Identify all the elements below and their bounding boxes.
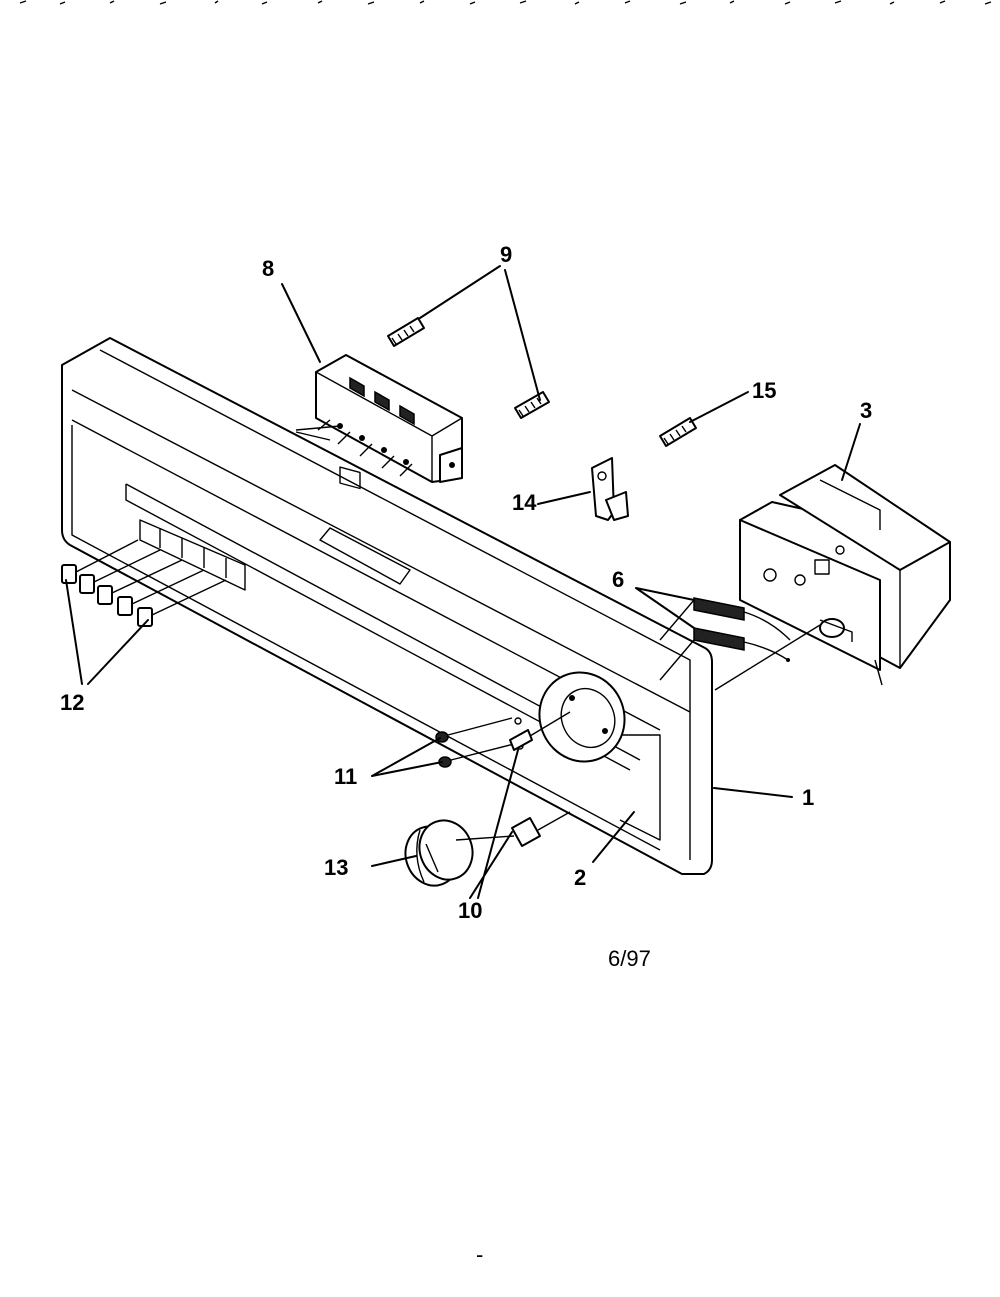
callout-9: 9 [500,242,512,267]
date-code: 6/97 [608,946,651,971]
control-knob [404,819,474,887]
footer-mark: - [476,1242,483,1267]
callout-14: 14 [512,490,537,515]
callout-8: 8 [262,256,274,281]
switch-assembly [315,354,463,490]
callout-6: 6 [612,567,624,592]
timer-motor [739,464,951,686]
callout-3: 3 [860,398,872,423]
mounting-screw [659,417,697,447]
guide-lines [295,425,821,841]
callout-13: 13 [324,855,348,880]
callout-11: 11 [334,764,357,789]
callout-2: 2 [574,865,586,890]
push-buttons [61,539,227,627]
callout-12: 12 [60,690,84,715]
console-panel [61,337,713,875]
callout-labels: 1 2 3 6 8 9 10 11 12 13 14 15 [60,242,872,923]
callout-15: 15 [752,378,776,403]
wire-terminals [693,597,791,662]
clip-bracket [591,457,629,521]
leader-lines [65,265,861,899]
callout-10: 10 [458,898,482,923]
callout-1: 1 [802,785,814,810]
knob-screws [509,711,571,847]
indicator-plugs [435,717,515,768]
top-edge-marks [19,0,992,5]
